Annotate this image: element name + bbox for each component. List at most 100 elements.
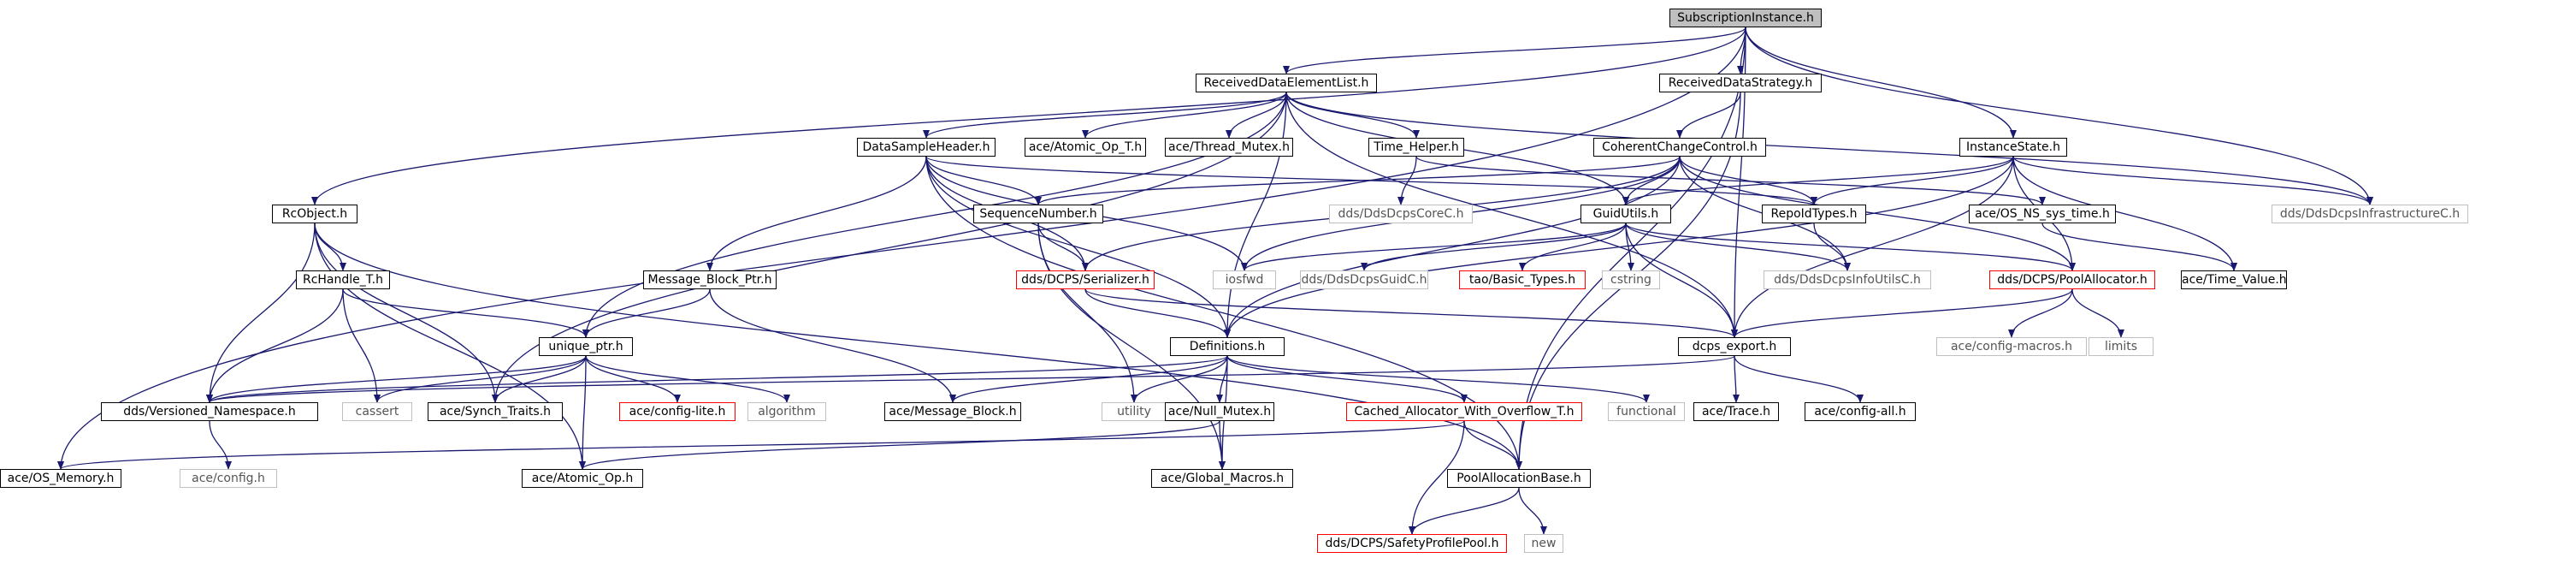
edge-seqn-to-ser — [1037, 223, 1089, 271]
node-trace[interactable]: ace/Trace.h — [1693, 402, 1779, 421]
node-vns[interactable]: dds/Versioned_Namespace.h — [101, 402, 318, 421]
node-safety[interactable]: dds/DCPS/SafetyProfilePool.h — [1317, 534, 1507, 553]
edge-guid-to-poolalloc — [1625, 223, 2076, 271]
edge-poolalloc-to-dcpsexp — [1731, 288, 2073, 338]
node-rdel[interactable]: ReceivedDataElementList.h — [1196, 74, 1377, 92]
node-atop[interactable]: ace/Atomic_Op.h — [522, 469, 643, 488]
edge-timeh-to-osns — [1415, 156, 2046, 205]
node-cfgmac: ace/config-macros.h — [1936, 337, 2087, 356]
edge-root-to-rdel — [1283, 27, 1746, 74]
edge-mbp-to-uptr — [582, 288, 711, 338]
edge-root-to-poolbase — [1515, 27, 1746, 470]
edge-inst-to-timev — [2012, 156, 2237, 271]
edge-cached-to-osmem — [57, 420, 1465, 470]
node-timeh[interactable]: Time_Helper.h — [1368, 138, 1464, 157]
node-mbp[interactable]: Message_Block_Ptr.h — [643, 270, 777, 289]
node-rds[interactable]: ReceivedDataStrategy.h — [1659, 74, 1822, 92]
node-functional: functional — [1608, 402, 1685, 421]
node-infoutil: dds/DdsDcpsInfoUtilsC.h — [1764, 270, 1931, 289]
node-ccc[interactable]: CoherentChangeControl.h — [1593, 138, 1766, 157]
node-seqn[interactable]: SequenceNumber.h — [973, 205, 1103, 223]
edge-rcht-to-cassert — [342, 288, 381, 403]
node-msgblk[interactable]: ace/Message_Block.h — [884, 402, 1021, 421]
node-rcht[interactable]: RcHandle_T.h — [296, 270, 390, 289]
edge-dcpsexp-to-trace — [1732, 355, 1740, 403]
node-coreC: dds/DdsDcpsCoreC.h — [1329, 205, 1473, 223]
node-thrmut[interactable]: ace/Thread_Mutex.h — [1165, 138, 1293, 157]
edge-vns-to-cfgh — [209, 420, 232, 470]
edge-uptr-to-synch — [492, 355, 587, 403]
node-basic[interactable]: tao/Basic_Types.h — [1459, 270, 1586, 289]
node-timev[interactable]: ace/Time_Value.h — [2181, 270, 2287, 289]
node-cached[interactable]: Cached_Allocator_With_Overflow_T.h — [1346, 402, 1582, 421]
edge-nullmut-to-glob — [1218, 420, 1226, 470]
edge-defs-to-functional — [1226, 355, 1650, 403]
edge-rdel-to-dcpsexp — [1285, 92, 1738, 338]
edge-guid-to-iosfwd — [1241, 223, 1627, 271]
node-uptr[interactable]: unique_ptr.h — [539, 337, 633, 356]
node-cfgh: ace/config.h — [180, 469, 277, 488]
edge-dcpsexp-to-vns — [206, 355, 1735, 403]
edge-inst-to-defs — [1224, 156, 2014, 338]
node-osmem[interactable]: ace/OS_Memory.h — [0, 469, 121, 488]
edge-defs-to-vns — [206, 355, 1228, 403]
edge-rdel-to-defs — [1224, 92, 1287, 338]
node-dsh[interactable]: DataSampleHeader.h — [857, 138, 996, 157]
edge-dsh-to-seqn — [925, 156, 1042, 205]
node-cstring: cstring — [1602, 270, 1660, 289]
edge-ccc-to-defs — [1224, 156, 1681, 338]
node-iosfwd: iosfwd — [1213, 270, 1276, 289]
node-nullmut[interactable]: ace/Null_Mutex.h — [1165, 402, 1274, 421]
node-guidC: dds/DdsDcpsGuidC.h — [1300, 270, 1428, 289]
edge-root-to-infraC — [1745, 27, 2373, 205]
node-ser[interactable]: dds/DCPS/Serializer.h — [1016, 270, 1155, 289]
edge-ccc-to-poolalloc — [1679, 156, 2076, 271]
edge-cached-to-poolbase — [1463, 420, 1522, 470]
node-root[interactable]: SubscriptionInstance.h — [1669, 9, 1822, 27]
edge-ccc-to-repo — [1679, 156, 1817, 205]
node-newh: new — [1524, 534, 1563, 553]
node-glob[interactable]: ace/Global_Macros.h — [1151, 469, 1293, 488]
edge-dsh-to-mbp — [706, 156, 927, 271]
edge-repo-to-infoutil — [1813, 223, 1851, 271]
node-cassert: cassert — [342, 402, 412, 421]
node-defs[interactable]: Definitions.h — [1170, 337, 1285, 356]
edge-defs-to-utility — [1131, 355, 1228, 403]
edge-dcpsexp-to-cfgall — [1734, 355, 1864, 403]
node-poolbase[interactable]: PoolAllocationBase.h — [1447, 469, 1591, 488]
edge-inst-to-infraC — [2012, 156, 2373, 205]
node-atopt[interactable]: ace/Atomic_Op_T.h — [1025, 138, 1146, 157]
node-cfglite[interactable]: ace/config-lite.h — [619, 402, 736, 421]
edge-cached-to-safety — [1409, 420, 1465, 535]
node-rco[interactable]: RcObject.h — [272, 205, 357, 223]
node-poolalloc[interactable]: dds/DCPS/PoolAllocator.h — [1989, 270, 2155, 289]
edge-inst-to-repo — [1811, 156, 2014, 205]
edge-uptr-to-algo — [585, 355, 790, 403]
node-cfgall[interactable]: ace/config-all.h — [1805, 402, 1916, 421]
edge-timeh-to-coreC — [1397, 156, 1417, 205]
edge-defs-to-cached — [1226, 355, 1468, 403]
edge-osns-to-timev — [2041, 223, 2237, 271]
edge-defs-to-msgblk — [949, 355, 1228, 403]
edge-root-to-rco — [311, 27, 1746, 205]
node-synch[interactable]: ace/Synch_Traits.h — [428, 402, 563, 421]
edge-guid-to-infoutil — [1625, 223, 1851, 271]
edge-root-to-inst — [1745, 27, 2017, 139]
node-inst[interactable]: InstanceState.h — [1959, 138, 2067, 157]
edge-uptr-to-cfglite — [585, 355, 681, 403]
edge-rco-to-atop — [314, 223, 586, 470]
edge-rdel-to-infraC — [1285, 92, 2373, 205]
edge-mbp-to-msgblk — [709, 288, 956, 403]
edge-rco-to-synch — [314, 223, 499, 403]
edge-rcht-to-uptr — [342, 288, 589, 338]
edge-rds-to-ccc — [1676, 92, 1741, 139]
node-repo[interactable]: RepoIdTypes.h — [1762, 205, 1866, 223]
node-osns[interactable]: ace/OS_NS_sys_time.h — [1969, 205, 2116, 223]
node-limits: limits — [2089, 337, 2154, 356]
edge-poolalloc-to-cfgmac — [2008, 288, 2073, 338]
node-guid[interactable]: GuidUtils.h — [1580, 205, 1671, 223]
edge-guid-to-guidC — [1361, 223, 1627, 271]
node-dcpsexp[interactable]: dcps_export.h — [1678, 337, 1791, 356]
edge-uptr-to-atop — [579, 355, 587, 470]
edge-rdel-to-dsh — [923, 92, 1287, 139]
